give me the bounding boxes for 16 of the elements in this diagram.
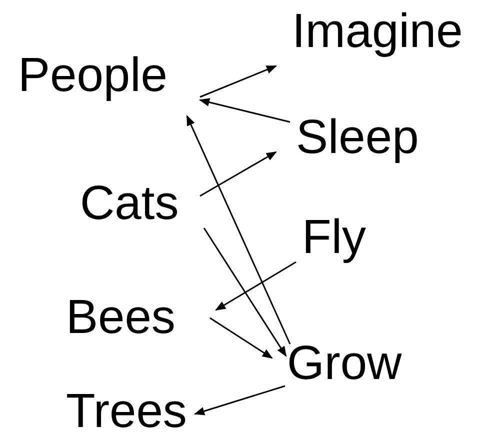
node-label: Grow [287,337,402,390]
arrow [200,65,277,98]
node-label: Trees [66,385,187,436]
node-label: Fly [302,211,366,264]
arrow [200,151,277,197]
node-label: Sleep [296,111,419,164]
arrow [210,317,273,359]
arrow [186,115,291,344]
arrow [198,98,290,123]
node-label: People [18,49,168,102]
node-label: Cats [80,177,179,230]
arrow [194,385,286,416]
arrow [215,261,296,311]
node-label: Bees [66,291,176,344]
node-label: Imagine [292,5,463,58]
arrow [203,228,287,357]
